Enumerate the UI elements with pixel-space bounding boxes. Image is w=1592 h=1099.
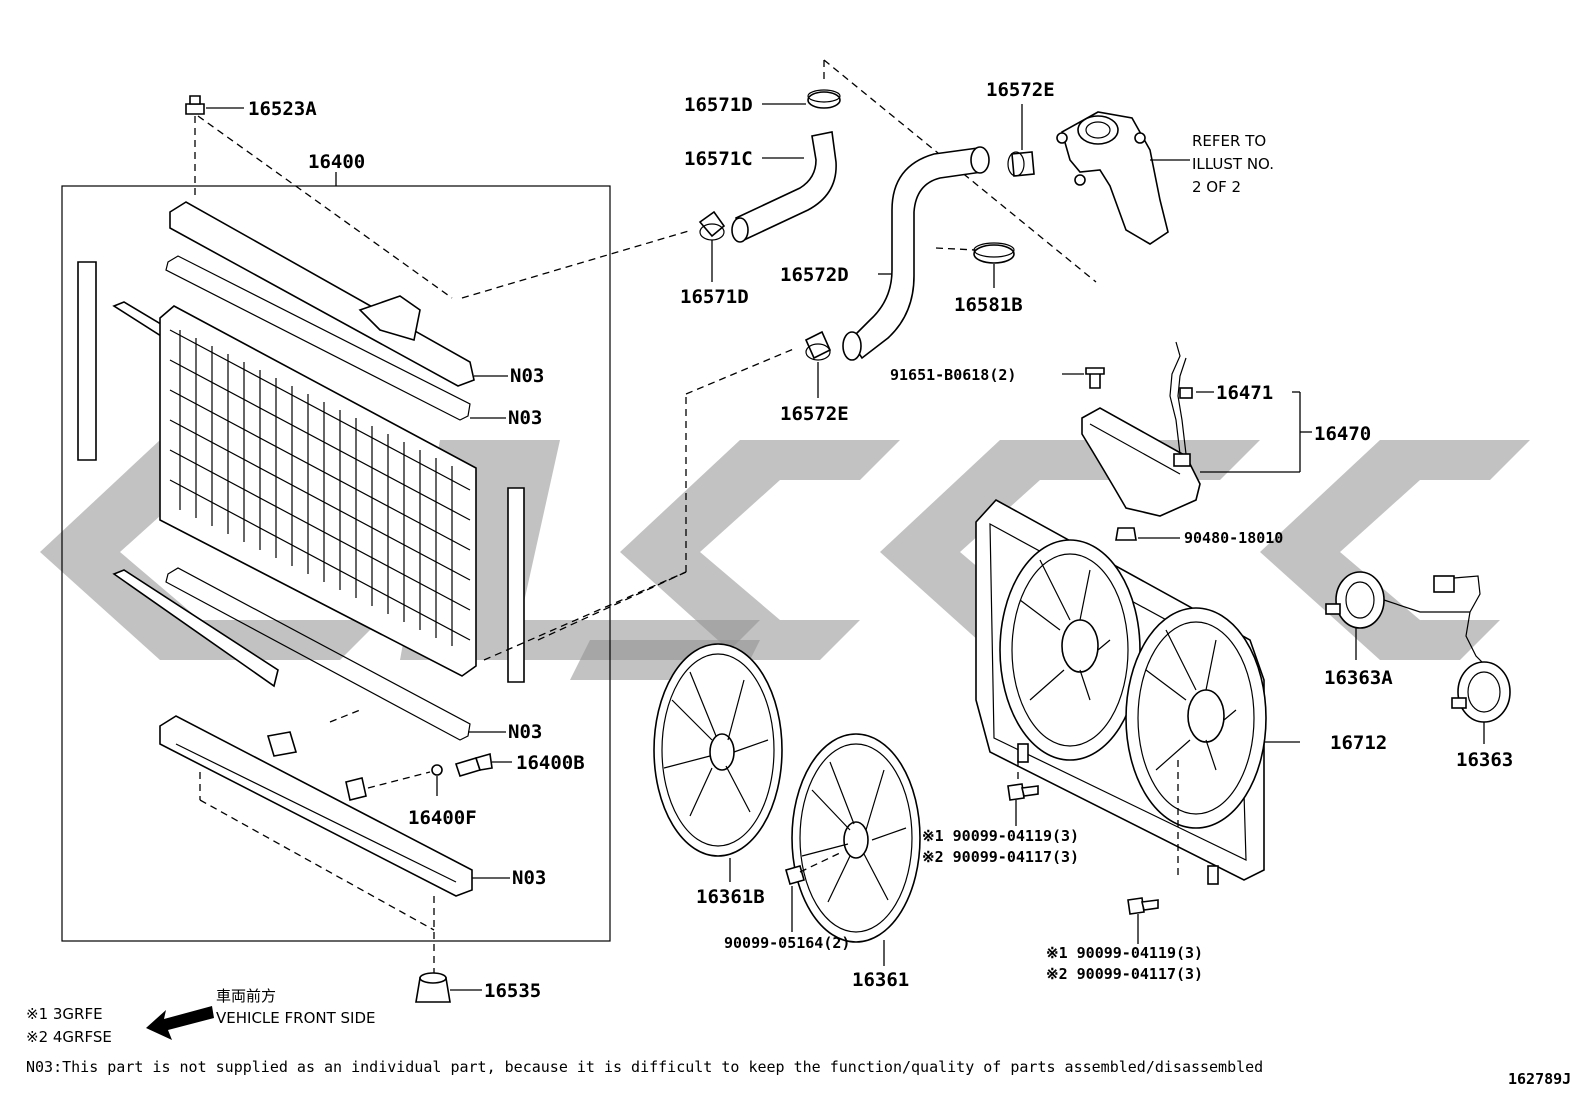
label-bolt-b-2: ※2 90099-04117(3) [1046,965,1203,983]
lower-hose-group [804,59,1097,398]
label-16572E-bottom: 16572E [780,403,849,425]
label-bolt-a-2: ※2 90099-04117(3) [922,848,1079,866]
label-90480: 90480-18010 [1184,529,1283,547]
label-16712: 16712 [1330,732,1387,754]
cap-16523A [185,95,453,299]
legend-note-2: ※2 4GRFSE [26,1028,112,1046]
label-16523A: 16523A [248,98,317,120]
label-16572E-top: 16572E [986,79,1055,101]
cushion-16535 [415,896,451,1003]
refer-line-1: REFER TO [1192,132,1266,150]
label-bolt-b-1: ※1 90099-04119(3) [1046,944,1203,962]
shroud-bolts [1007,783,1159,944]
label-16572D: 16572D [780,264,849,286]
legend-jp: 車両前方 [216,987,276,1005]
label-n03: N03 [510,365,544,387]
legend-en: VEHICLE FRONT SIDE [216,1009,376,1027]
legend-note-1: ※1 3GRFE [26,1005,103,1023]
refer-line-2: ILLUST NO. [1192,155,1274,173]
label-16470: 16470 [1314,423,1371,445]
label-16571D-bottom: 16571D [680,286,749,308]
illustration-id: 162789J [1508,1070,1571,1088]
footnote: N03:This part is not supplied as an indi… [26,1058,1263,1076]
label-16361B: 16361B [696,886,765,908]
label-n03: N03 [512,867,546,889]
label-bolt-a-1: ※1 90099-04119(3) [922,827,1079,845]
fan-16361 [785,733,921,966]
drain-16400B [367,752,493,789]
refer-line-3: 2 OF 2 [1192,178,1241,196]
label-16471: 16471 [1216,382,1273,404]
label-n03: N03 [508,407,542,429]
motor-16363 [1451,661,1511,744]
label-16400B: 16400B [516,752,585,774]
legend: ※1 3GRFE ※2 4GRFSE 車両前方 VEHICLE FRONT SI… [26,987,376,1046]
motor-16363A [1325,571,1491,671]
upper-hose-group [698,89,841,282]
label-16363A: 16363A [1324,667,1393,689]
fan-16361B [653,643,783,882]
label-16581B: 16581B [954,294,1023,316]
label-16400F: 16400F [408,807,477,829]
part-labels: 16523A 16400 N03 N03 N03 N03 16400B 1640… [248,79,1513,1002]
label-90099-05164: 90099-05164(2) [724,934,850,952]
label-16361: 16361 [852,969,909,991]
label-16571C: 16571C [684,148,753,170]
label-n03: N03 [508,721,542,743]
fan-shroud-16712 [975,498,1300,885]
label-16535: 16535 [484,980,541,1002]
radiator-assembly [61,95,797,1003]
label-16363: 16363 [1456,749,1513,771]
label-91651: 91651-B0618(2) [890,366,1016,384]
reservoir-16470 [1062,341,1312,541]
core-fins [169,329,471,646]
front-arrow-icon [146,1006,214,1040]
label-16571D-top: 16571D [684,94,753,116]
label-16400: 16400 [308,151,365,173]
water-outlet [1056,111,1190,245]
